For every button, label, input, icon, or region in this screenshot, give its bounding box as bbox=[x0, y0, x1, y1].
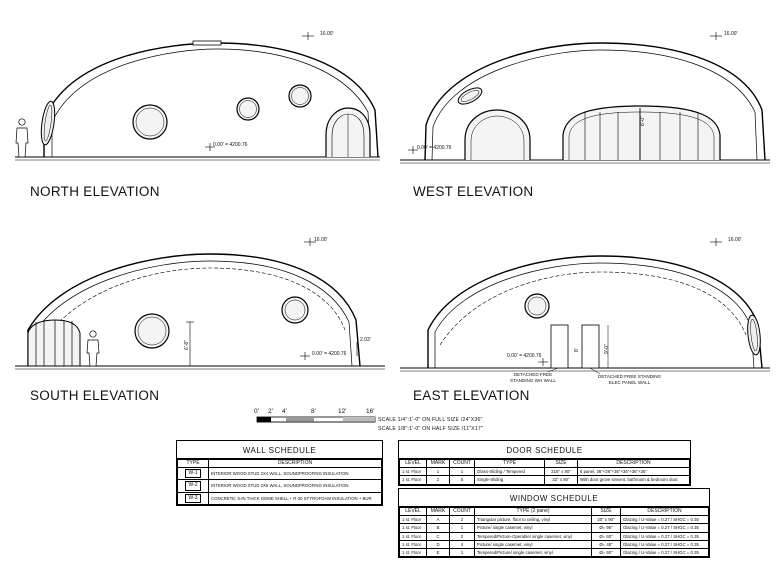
column-header: LEVEL bbox=[399, 506, 427, 517]
window-schedule-table: LEVEL MARK COUNT TYPE (2 pane) SIZE DESC… bbox=[399, 506, 709, 558]
door-schedule-table: LEVEL MARK COUNT TYPE SIZE DESCRIPTION 1… bbox=[399, 458, 690, 485]
column-header: COUNT bbox=[449, 506, 475, 517]
east-elevation-drawing bbox=[400, 238, 770, 375]
wall-type-code: W-3 bbox=[185, 493, 201, 503]
table-row: 1 st. Floor B 1 Picture/ single casemet,… bbox=[399, 523, 709, 533]
column-header: TYPE bbox=[177, 458, 209, 469]
wall-type-code: W-2 bbox=[185, 481, 201, 491]
east-top-elevation-tag: 16.00' bbox=[728, 237, 742, 243]
column-header: MARK bbox=[426, 506, 450, 517]
west-top-elevation-tag: 16.00' bbox=[724, 31, 738, 37]
north-level-tag: 0.00' = 4200.76 bbox=[213, 142, 248, 148]
west-elevation-drawing bbox=[400, 32, 770, 164]
window-schedule-title: WINDOW SCHEDULE bbox=[399, 489, 709, 507]
column-header: SIZE bbox=[591, 506, 621, 517]
scale-note-half-size: SCALE 1/8":1'-0" ON HALF SIZE /11"X17" bbox=[378, 426, 483, 432]
south-elevation-drawing bbox=[15, 238, 385, 370]
wall-schedule-table: TYPE DESCRIPTION W-1 INTERIOR WOOD STUD … bbox=[177, 458, 382, 505]
table-header-row: LEVEL MARK COUNT TYPE (2 pane) SIZE DESC… bbox=[399, 506, 709, 517]
window-schedule: WINDOW SCHEDULE LEVEL MARK COUNT TYPE (2… bbox=[398, 488, 710, 559]
scale-label-0: 0' bbox=[254, 408, 259, 415]
north-top-elevation-tag: 16.00' bbox=[320, 31, 334, 37]
column-header: TYPE bbox=[474, 458, 545, 469]
column-header: MARK bbox=[426, 458, 450, 469]
scale-label-8: 8' bbox=[311, 408, 316, 415]
table-row: W-1 INTERIOR WOOD STUD 2X4 WALL, SOUNDPR… bbox=[177, 467, 382, 481]
east-wall-dimension-1: 8' bbox=[574, 348, 580, 352]
door-schedule-title: DOOR SCHEDULE bbox=[399, 441, 690, 459]
south-level-tag: 0.00' = 4200.76 bbox=[312, 351, 347, 357]
east-note-wh-wall: DETACHED FREE STANDING WH WALL bbox=[510, 372, 556, 383]
column-header: DESCRIPTION bbox=[577, 458, 690, 469]
south-top-elevation-tag: 16.00' bbox=[314, 237, 328, 243]
table-row: 1 st. Floor 2 5 Single-Sliding 32" x 80"… bbox=[399, 475, 690, 485]
south-wall-dimension: 6'-8" bbox=[184, 340, 190, 350]
column-header: COUNT bbox=[449, 458, 475, 469]
east-note-elec-panel-wall: DETACHED FREE STANDING ELEC PANEL WALL bbox=[598, 374, 662, 385]
table-row: W-3 CONCRETE: 6-IN THICK DOME SHELL + R-… bbox=[177, 491, 382, 505]
west-door-dimension: 8'-0" bbox=[640, 116, 646, 126]
table-row: 1 st. Floor C 2 Tempered/Picture-Operabl… bbox=[399, 531, 709, 541]
wall-description: INTERIOR WOOD STUD 2X4 WALL, SOUNDPROOFI… bbox=[208, 467, 382, 481]
scale-bar bbox=[256, 416, 376, 423]
table-row: 1 st. Floor 1 1 Glass-Sliding / Tempered… bbox=[399, 467, 690, 477]
scale-note-full-size: SCALE 1/4":1'-0" ON FULL SIZE /24"X36" bbox=[378, 417, 483, 423]
wall-schedule-title: WALL SCHEDULE bbox=[177, 441, 382, 459]
wall-schedule: WALL SCHEDULE TYPE DESCRIPTION W-1 INTER… bbox=[176, 440, 383, 506]
west-level-tag: 0.00' = 4200.76 bbox=[417, 145, 452, 151]
north-elevation-drawing bbox=[15, 32, 380, 161]
table-row: 1 st. Floor A 2 Triangular picture, floo… bbox=[399, 515, 709, 525]
scale-label-12: 12' bbox=[338, 408, 347, 415]
human-figure bbox=[15, 118, 29, 158]
table-row: 1 st. Floor E 1 Tempered/Picture/ single… bbox=[399, 548, 709, 558]
wall-description: INTERIOR WOOD STUD 2X6 WALL, SOUNDPROOFI… bbox=[208, 479, 382, 493]
scale-label-2: 2' bbox=[268, 408, 273, 415]
wall-description: CONCRETE: 6-IN THICK DOME SHELL + R-30 S… bbox=[208, 491, 382, 505]
column-header: LEVEL bbox=[399, 458, 427, 469]
door-schedule: DOOR SCHEDULE LEVEL MARK COUNT TYPE SIZE… bbox=[398, 440, 691, 486]
table-row: W-2 INTERIOR WOOD STUD 2X6 WALL, SOUNDPR… bbox=[177, 479, 382, 493]
table-header-row: LEVEL MARK COUNT TYPE SIZE DESCRIPTION bbox=[399, 458, 690, 469]
south-elevation-title: SOUTH ELEVATION bbox=[30, 388, 160, 403]
north-elevation-title: NORTH ELEVATION bbox=[30, 184, 160, 199]
east-elevation-title: EAST ELEVATION bbox=[413, 388, 530, 403]
scale-label-16: 16' bbox=[366, 408, 375, 415]
west-elevation-title: WEST ELEVATION bbox=[413, 184, 534, 199]
east-wall-dimension-2: 9'-0" bbox=[604, 344, 610, 354]
east-level-tag: 0.00' = 4200.76 bbox=[507, 353, 542, 359]
column-header: DESCRIPTION bbox=[620, 506, 709, 517]
column-header: SIZE bbox=[544, 458, 578, 469]
south-small-dimension: 2.03' bbox=[360, 337, 371, 343]
scale-label-4: 4' bbox=[282, 408, 287, 415]
wall-type-code: W-1 bbox=[185, 469, 201, 479]
table-row: 1 st. Floor D 4 Picture/ single casemet,… bbox=[399, 539, 709, 550]
column-header: DESCRIPTION bbox=[208, 458, 382, 469]
column-header: TYPE (2 pane) bbox=[474, 506, 592, 517]
table-header-row: TYPE DESCRIPTION bbox=[177, 458, 382, 469]
